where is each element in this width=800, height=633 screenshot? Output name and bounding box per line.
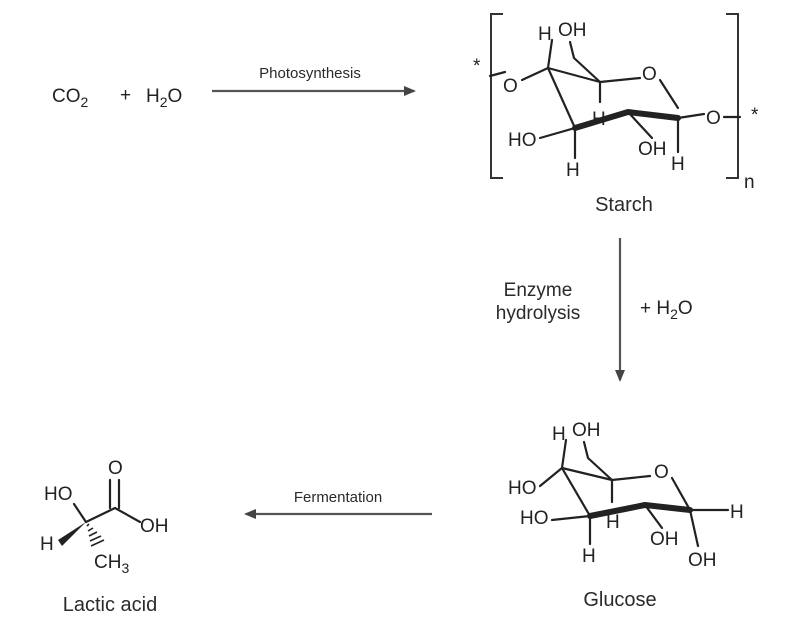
glucose-label: Glucose bbox=[583, 589, 656, 611]
fermentation-label: Fermentation bbox=[294, 489, 382, 506]
starch-structure: n * * O H OH O HO H H OH H O Starch bbox=[473, 13, 759, 216]
hashed-ch3-bond bbox=[86, 523, 105, 547]
ring-oxygen: O bbox=[642, 64, 657, 85]
photosynthesis-label: Photosynthesis bbox=[259, 65, 361, 82]
c4-up-bond bbox=[546, 38, 554, 70]
glucose-oh-top: OH bbox=[572, 420, 601, 441]
hydrolysis-label: hydrolysis bbox=[496, 303, 580, 324]
hydrolysis-arrow: Enzyme hydrolysis + H2O bbox=[496, 238, 693, 382]
starch-ho-left: HO bbox=[508, 130, 537, 151]
c-alpha-bond bbox=[84, 506, 117, 524]
o-to-c4-bond bbox=[520, 66, 550, 82]
lactic-ch3: CH3 bbox=[94, 552, 129, 576]
left-link-bond bbox=[488, 70, 507, 78]
g-ring-front-bold bbox=[587, 502, 693, 519]
co2-label: CO2 bbox=[52, 86, 89, 110]
ch2oh-arm bbox=[568, 40, 602, 84]
right-glycosidic-o: O bbox=[706, 108, 721, 129]
glucose-h-mid: H bbox=[606, 512, 620, 533]
repeat-n: n bbox=[744, 172, 755, 193]
g-ring-oxygen-right bbox=[670, 476, 692, 512]
lactic-acid-structure: O OH HO H CH3 Lactic acid bbox=[40, 458, 169, 616]
glucose-h-top: H bbox=[552, 424, 566, 445]
g-c4-oh-bond bbox=[538, 466, 564, 488]
starch-oh-mid: OH bbox=[638, 139, 667, 160]
alpha-ho-bond bbox=[72, 502, 88, 524]
enzyme-label: Enzyme bbox=[504, 280, 573, 301]
g-c3-oh-bond bbox=[550, 514, 592, 522]
starch-label: Starch bbox=[595, 194, 653, 216]
lactic-h: H bbox=[40, 534, 54, 555]
right-bracket bbox=[726, 13, 739, 179]
c3-oh-bond bbox=[538, 126, 577, 140]
glucose-ho-lower: HO bbox=[520, 508, 549, 529]
lactic-ho: HO bbox=[44, 484, 73, 505]
lactic-acid-label: Lactic acid bbox=[63, 594, 158, 616]
lactic-carbonyl-o: O bbox=[108, 458, 123, 479]
acid-oh-bond bbox=[113, 506, 142, 524]
water-label: + H2O bbox=[640, 298, 693, 322]
starch-h-top: H bbox=[538, 24, 552, 45]
reactants: CO2 + H2O bbox=[52, 85, 182, 110]
wedge-h-bond bbox=[58, 522, 86, 546]
g-c2-oh-bond bbox=[643, 503, 664, 530]
c1-o-bond bbox=[676, 112, 706, 120]
ring-oxygen-right bbox=[658, 78, 680, 110]
glucose-ring-oxygen: O bbox=[654, 462, 669, 483]
left-star: * bbox=[473, 56, 481, 77]
starch-oh-top: OH bbox=[558, 20, 587, 41]
glucose-structure: O H OH HO HO H H OH H OH Glucose bbox=[508, 420, 744, 611]
glucose-ho-upper: HO bbox=[508, 478, 537, 499]
ring-left bbox=[546, 66, 577, 130]
glucose-h-right: H bbox=[730, 502, 744, 523]
plus-sign: + bbox=[120, 85, 131, 106]
right-star: * bbox=[751, 105, 759, 126]
left-glycosidic-o: O bbox=[503, 76, 518, 97]
h2o-label: H2O bbox=[146, 86, 182, 110]
glucose-oh-bottom: OH bbox=[688, 550, 717, 571]
g-c1-oh-bond bbox=[688, 508, 700, 548]
c2-oh-bond bbox=[626, 110, 654, 140]
starch-h-mid: H bbox=[592, 109, 606, 130]
photosynthesis-arrow: Photosynthesis bbox=[212, 65, 416, 96]
ring-front-bold bbox=[572, 109, 681, 131]
g-c4-up-bond bbox=[560, 438, 568, 470]
lactic-oh: OH bbox=[140, 516, 169, 537]
glucose-h-bottom: H bbox=[582, 546, 596, 567]
starch-h-c1: H bbox=[671, 154, 685, 175]
g-ring-left bbox=[560, 466, 592, 518]
glucose-oh-mid: OH bbox=[650, 529, 679, 550]
fermentation-arrow: Fermentation bbox=[244, 489, 432, 519]
left-bracket bbox=[490, 13, 503, 179]
g-ch2oh-arm bbox=[582, 440, 614, 482]
starch-h-bottom: H bbox=[566, 160, 580, 181]
